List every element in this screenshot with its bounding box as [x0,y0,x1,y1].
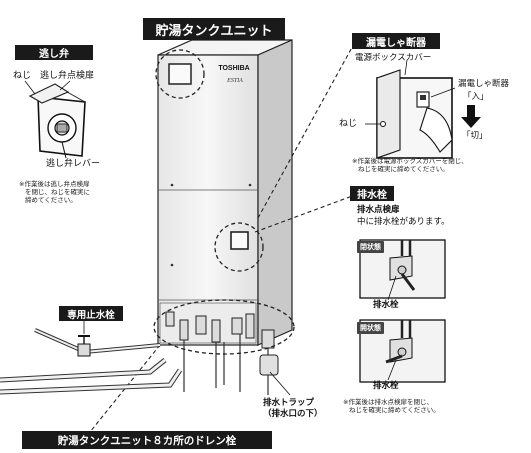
tank-front-face [157,54,259,346]
drain-inspection-door [230,231,249,250]
relief-screw-label: ねじ [13,71,32,81]
tank-unit [157,39,293,395]
trap-label-line: 排水トラップ [263,398,315,408]
stop-valve-label: 専用止水栓 [59,306,123,321]
drain-plugs-highlight [153,299,295,355]
relief-note-line: ※作業後は逃し弁点検扉 [19,180,90,188]
breaker-note: ※作業後は電源ボックスカバーを閉じ、 ねじを確実に締めてください。 [352,157,468,173]
drain-door-label: 排水点検扉 [357,205,400,215]
relief-note-line: 締めてください。 [25,196,77,204]
breaker-heading: 漏電しゃ断器 [352,33,440,49]
breaker-off-label: 「切」 [462,131,488,141]
drain-plug-label-open: 排水栓 [373,381,399,391]
drain-note: ※作業後は排水点検扉を閉じ、 ねじを確実に締めてください。 [343,398,440,414]
relief-lever-label: 逃し弁レバー [46,159,101,169]
relief-door-label: 逃し弁点検扉 [40,71,95,81]
relief-valve-door [168,63,192,85]
tank-side-face [257,39,293,346]
drain-trap [259,354,279,376]
breaker-note-line: ※作業後は電源ボックスカバーを閉じ、 [352,157,468,165]
drain-open-tag: 開状態 [357,322,384,334]
drain-closed-tag: 閉状態 [357,241,384,253]
drain-plug-label-closed: 排水栓 [373,300,399,310]
drain-desc-label: 中に排水栓があります。 [357,217,450,227]
drain-heading: 排水栓 [350,186,394,201]
brand-logo: TOSHIBA [218,65,249,72]
relief-valve-highlight [155,49,205,99]
breaker-cover-label: 電源ボックスカバー [355,53,432,63]
drain-note-line: ※作業後は排水点検扉を閉じ、 [343,398,433,406]
relief-valve-inset [28,83,86,159]
stop-valve-assembly [0,320,183,395]
breaker-label: 漏電しゃ断器 [458,79,510,89]
title-label: 貯湯タンクユニット [143,18,285,40]
breaker-screw-label: ねじ [339,119,358,129]
model-logo: ESTIA [226,78,243,84]
drain-note-line: ねじを確実に締めてください。 [349,406,440,414]
trap-label-line: （排水口の下） [263,409,323,419]
stop-valve-icon [77,343,91,357]
relief-note-line: を閉じ、ねじを確実に [25,188,90,196]
trap-label: 排水トラップ （排水口の下） [263,398,323,420]
breaker-inset [365,59,481,159]
bottom-label: 貯湯タンクユニット８カ所のドレン栓 [22,431,272,449]
breaker-on-label: 「入」 [463,92,489,102]
down-arrow-icon [461,105,481,128]
relief-note: ※作業後は逃し弁点検扉 を閉じ、ねじを確実に 締めてください。 [19,180,90,204]
breaker-note-line: ねじを確実に締めてください。 [358,165,449,173]
drain-highlight [214,222,264,272]
relief-valve-heading: 逃し弁 [15,45,93,60]
